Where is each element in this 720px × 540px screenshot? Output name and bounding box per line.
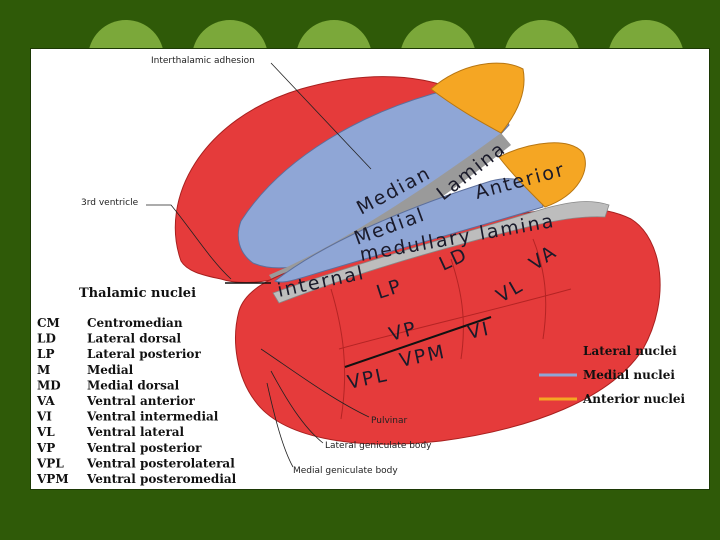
key-abbr: VA [36, 394, 55, 408]
legend-label: Anterior nuclei [582, 392, 686, 406]
key-name: Ventral posteromedial [86, 472, 237, 486]
key-abbr: VI [36, 410, 52, 424]
callout-line [270, 370, 324, 444]
slide: Interthalamic adhesion 3rd ventricle Pul… [30, 48, 710, 490]
key-abbr: VL [36, 425, 55, 439]
key-name: Medial dorsal [87, 378, 180, 392]
internal-medullary-lamina [272, 201, 610, 304]
key-abbr: LD [37, 332, 56, 346]
region-VI: VI [465, 318, 492, 344]
key-abbr: CM [37, 316, 60, 330]
thalamus-diagram: Interthalamic adhesion 3rd ventricle Pul… [36, 56, 686, 486]
legend-label: Medial nuclei [583, 368, 675, 382]
legend-label: Lateral nuclei [583, 344, 677, 358]
key-name: Ventral posterior [86, 441, 202, 455]
key-name: Centromedian [87, 316, 183, 330]
third-ventricle-label: 3rd ventricle [81, 198, 139, 208]
callout-line [146, 204, 232, 280]
pulvinar-label: Pulvinar [371, 416, 408, 426]
callout-line [266, 382, 294, 468]
interthalamic-label: Interthalamic adhesion [151, 56, 255, 66]
vp-brace [344, 316, 492, 368]
key-name: Medial [87, 363, 134, 377]
key-abbr: VPM [36, 472, 69, 486]
key-name: Ventral anterior [86, 394, 196, 408]
key-abbr: VP [36, 441, 55, 455]
medial-geniculate-label: Medial geniculate body [293, 466, 398, 476]
lateral-geniculate-label: Lateral geniculate body [325, 441, 432, 451]
left-thalamus-anterior [430, 62, 525, 134]
key-abbr: MD [37, 378, 61, 392]
nucleus-boundary [338, 288, 572, 350]
nucleus-boundary [450, 258, 464, 360]
nucleus-boundary [532, 238, 547, 340]
right-thalamus-medial [274, 178, 544, 283]
callout-line [270, 62, 372, 170]
right-thalamus-anterior [498, 142, 586, 208]
key-abbr: M [37, 363, 50, 377]
key-title: Thalamic nuclei [79, 286, 196, 301]
callout-line [260, 348, 370, 418]
nucleus-boundary [330, 288, 346, 420]
key-name: Ventral intermedial [86, 410, 219, 424]
key-name: Lateral posterior [87, 347, 201, 361]
key-name: Lateral dorsal [87, 332, 181, 346]
key-abbr: VPL [36, 456, 64, 470]
key-name: Ventral posterolateral [86, 456, 235, 470]
key-name: Ventral lateral [86, 425, 185, 439]
key-abbr: LP [37, 347, 54, 361]
